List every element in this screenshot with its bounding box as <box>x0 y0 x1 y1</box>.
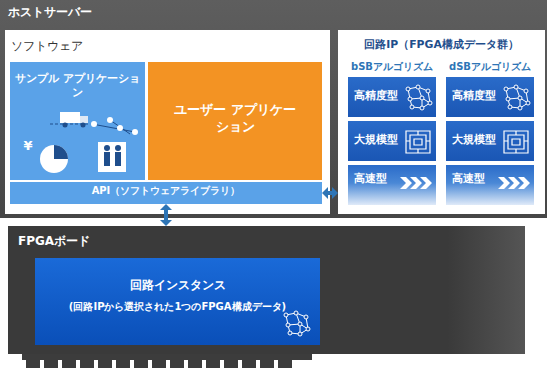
node-text: 高速型 <box>354 172 406 186</box>
column-header: bSBアルゴリズム <box>348 60 436 73</box>
text-slot: API（ソフトウェアライブラリ） <box>10 185 322 198</box>
text-slot: 高速型 <box>452 172 504 186</box>
text-slot: FPGAボード <box>18 234 218 250</box>
node-text: ホストサーバー <box>8 5 208 21</box>
node-text: ユーザー アプリケーション <box>170 102 300 136</box>
text-slot: サンプル アプリケーション <box>10 72 145 100</box>
node-text: 大規模型 <box>354 133 406 147</box>
column-header: dSBアルゴリズム <box>446 60 534 73</box>
host-server-panel: ホストサーバーソフトウェアサンプル アプリケーションユーザー アプリケーション A… <box>0 0 547 218</box>
circuit-cell: 大規模型 <box>446 121 534 161</box>
text-slot: 高精度型 <box>354 89 406 103</box>
circuit-instance-box: 回路インスタンス (回路IPから選択された1つのFPGA構成データ) <box>35 258 320 345</box>
node-text: 回路IP（FPGA構成データ群） <box>338 38 545 52</box>
text-slot: (回路IPから選択された1つのFPGA構成データ) <box>39 300 316 313</box>
text-slot: 回路IP（FPGA構成データ群） <box>338 38 545 52</box>
text-slot: bSBアルゴリズム <box>348 60 436 73</box>
text-slot: ユーザー アプリケーション <box>170 102 300 136</box>
node-text: 高速型 <box>452 172 504 186</box>
node-text: 大規模型 <box>452 133 504 147</box>
node-text: 高精度型 <box>452 89 504 103</box>
yen-symbol: ¥ <box>20 138 36 155</box>
node-text: サンプル アプリケーション <box>10 72 145 100</box>
node-text: ソフトウェア <box>11 39 211 55</box>
circuit-ip-panel: 回路IP（FPGA構成データ群） 高精度型 高精度型大規模型 大規模型高速型 高速型 <box>338 30 545 214</box>
double-arrow <box>322 187 338 199</box>
node-text: (回路IPから選択された1つのFPGA構成データ) <box>39 300 316 313</box>
circuit-cell: 高精度型 <box>446 77 534 117</box>
text-slot: 高精度型 <box>452 89 504 103</box>
user-app-box: ユーザー アプリケーション <box>148 62 322 180</box>
node-text: FPGAボード <box>18 234 218 250</box>
node-text: API（ソフトウェアライブラリ） <box>10 185 322 198</box>
text-slot: ¥ <box>20 138 36 155</box>
text-slot: 高速型 <box>354 172 406 186</box>
text-slot: 大規模型 <box>452 133 504 147</box>
circuit-cell: 高精度型 <box>348 77 436 117</box>
api-bar: API（ソフトウェアライブラリ） <box>10 182 322 204</box>
text-slot: ソフトウェア <box>11 39 211 55</box>
node-text: 回路インスタンス <box>35 278 320 293</box>
text-slot: 大規模型 <box>354 133 406 147</box>
sample-app-box: サンプル アプリケーション <box>10 62 145 180</box>
fpga-board: FPGAボード回路インスタンス (回路IPから選択された1つのFPGA構成データ) <box>8 226 525 354</box>
circuit-cell: 大規模型 <box>348 121 436 161</box>
text-slot: 回路インスタンス <box>35 278 320 293</box>
node-text: 高精度型 <box>354 89 406 103</box>
double-arrow <box>160 204 172 226</box>
text-slot: ホストサーバー <box>8 5 208 21</box>
circuit-cell: 高速型 <box>446 165 534 205</box>
circuit-cell: 高速型 <box>348 165 436 205</box>
text-slot: dSBアルゴリズム <box>446 60 534 73</box>
software-panel: ソフトウェアサンプル アプリケーションユーザー アプリケーション API（ソフトウ… <box>5 30 330 214</box>
